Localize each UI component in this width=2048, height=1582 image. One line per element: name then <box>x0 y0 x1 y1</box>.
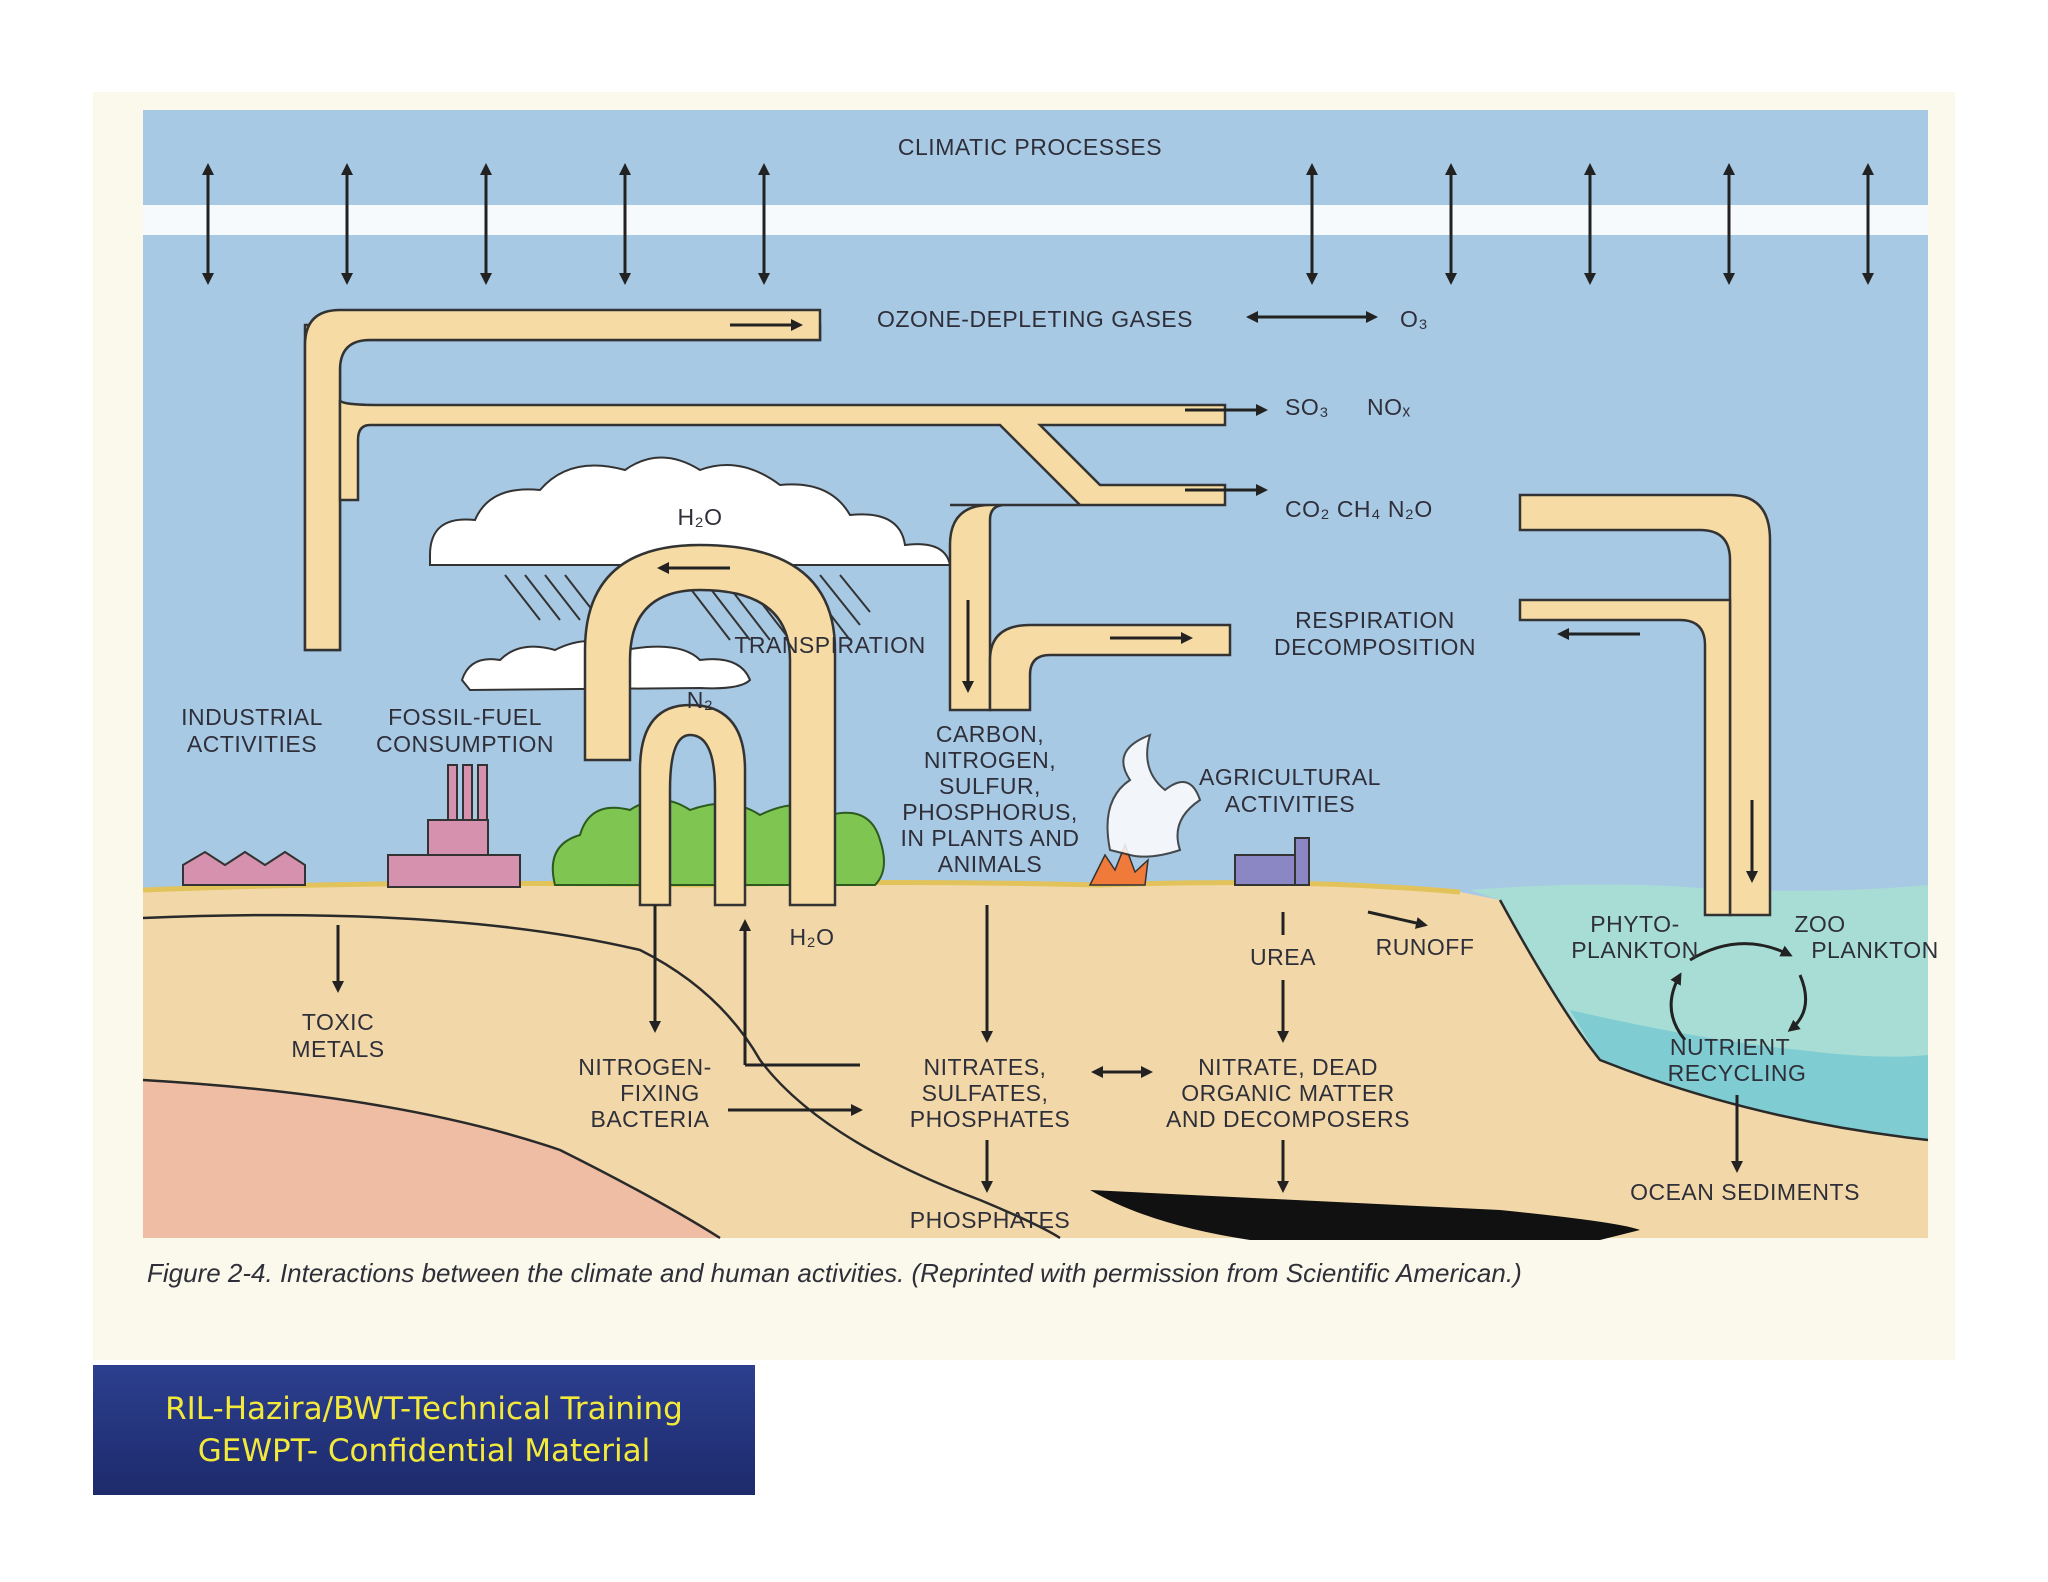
label-ocean-sediments: OCEAN SEDIMENTS <box>1630 1179 1860 1205</box>
ocean-upper-pipe <box>1518 493 1772 917</box>
nutrient-cycle <box>1669 942 1808 1041</box>
rain-streak <box>504 574 541 621</box>
label-co2-ch4-n2o: CO₂ CH₄ N₂O <box>1285 496 1433 522</box>
label-fossil-2: CONSUMPTION <box>376 731 554 757</box>
ocean-deep <box>1570 1010 1928 1140</box>
label-nox: NOₓ <box>1367 394 1411 420</box>
label-nutrient-1: NUTRIENT <box>1670 1034 1790 1060</box>
label-transpiration: TRANSPIRATION <box>734 632 925 658</box>
soil-layer-line <box>142 913 1061 1240</box>
ocean-lower-pipe <box>1518 598 1732 917</box>
label-runoff: RUNOFF <box>1376 934 1475 960</box>
atmosphere-band <box>143 205 1928 235</box>
power-plant <box>387 854 521 888</box>
label-industrial-1: INDUSTRIAL <box>181 704 323 730</box>
cycle-arrow <box>1669 972 1687 1041</box>
nitrogen-arch <box>638 703 747 907</box>
ground <box>143 882 1928 1238</box>
label-zoo-1: ZOO <box>1794 911 1845 937</box>
label-phyto-1: PHYTO- <box>1590 911 1679 937</box>
emissions-pipe <box>338 399 1227 507</box>
label-climatic-processes: CLIMATIC PROCESSES <box>898 134 1162 160</box>
ground-arrows <box>332 905 1743 1193</box>
footer-line-1: RIL-Hazira/BWT-Technical Training <box>165 1391 683 1427</box>
label-fossil-1: FOSSIL-FUEL <box>388 704 542 730</box>
label-cnsp-6: ANIMALS <box>938 851 1042 877</box>
footer-line-2: GEWPT- Confidential Material <box>197 1433 651 1469</box>
footer-banner: RIL-Hazira/BWT-Technical Training GEWPT-… <box>93 1365 755 1495</box>
label-cnsp-2: NITROGEN, <box>924 747 1056 773</box>
farm-silo <box>1294 837 1310 886</box>
label-urea: UREA <box>1250 944 1316 970</box>
rain-streak <box>839 574 871 613</box>
label-agri-1: AGRICULTURAL <box>1199 764 1381 790</box>
label-o3: O₃ <box>1400 306 1428 332</box>
label-cnsp-3: SULFUR, <box>939 773 1041 799</box>
smokestack <box>447 764 458 821</box>
rain-cloud <box>429 456 952 566</box>
label-nutrient-2: RECYCLING <box>1668 1060 1807 1086</box>
label-industrial-2: ACTIVITIES <box>187 731 317 757</box>
smokestack <box>462 764 473 821</box>
rock-layer-line <box>142 1078 721 1240</box>
label-n2: N₂ <box>687 687 714 713</box>
factory-building <box>182 850 306 886</box>
sediment-deposit <box>1090 1190 1640 1240</box>
label-nfix-3: BACTERIA <box>590 1106 709 1132</box>
label-cnsp-1: CARBON, <box>936 721 1044 747</box>
ocean-floor-line <box>1498 899 1929 1142</box>
runoff-arrow <box>1367 910 1428 929</box>
label-nfix-2: FIXING <box>620 1080 700 1106</box>
rain-streak <box>524 574 561 621</box>
smoke <box>1106 733 1202 858</box>
label-toxic-2: METALS <box>291 1036 384 1062</box>
fire <box>1088 842 1149 886</box>
label-nsp-3: PHOSPHATES <box>910 1106 1071 1132</box>
label-cnsp-5: IN PLANTS AND <box>900 825 1079 851</box>
label-decomposition: DECOMPOSITION <box>1274 634 1476 660</box>
figure-caption: Figure 2-4. Interactions between the cli… <box>147 1258 1522 1288</box>
label-agri-2: ACTIVITIES <box>1225 791 1355 817</box>
rain-streak <box>544 574 581 621</box>
label-so3: SO₃ <box>1285 394 1329 420</box>
label-phosphates-bottom: PHOSPHATES <box>910 1207 1071 1233</box>
label-nsp-2: SULFATES, <box>922 1080 1049 1106</box>
label-dead-3: AND DECOMPOSERS <box>1166 1106 1410 1132</box>
transpiration-arch <box>583 543 837 907</box>
cycle-arrow <box>1689 942 1793 962</box>
carbon-pipe <box>948 503 1080 712</box>
deep-ground <box>143 1080 720 1238</box>
label-cnsp-4: PHOSPHORUS, <box>902 799 1077 825</box>
label-zoo-2: PLANKTON <box>1811 937 1939 963</box>
label-dead-1: NITRATE, DEAD <box>1198 1054 1378 1080</box>
label-h2o-ground: H₂O <box>790 924 835 950</box>
climatic-arrows <box>202 163 1874 285</box>
power-plant-upper <box>427 819 489 856</box>
label-respiration: RESPIRATION <box>1295 607 1455 633</box>
label-nsp-1: NITRATES, <box>924 1054 1047 1080</box>
respiration-pipe <box>988 623 1232 712</box>
label-phyto-2: PLANKTON <box>1571 937 1699 963</box>
label-ozone-depleting-gases: OZONE-DEPLETING GASES <box>877 306 1193 332</box>
label-h2o-cloud: H₂O <box>678 504 723 530</box>
farm-barn <box>1234 854 1296 886</box>
label-toxic-1: TOXIC <box>302 1009 374 1035</box>
cycle-arrow <box>1787 974 1808 1032</box>
rain-streak <box>819 574 861 626</box>
smokestack <box>477 764 488 821</box>
ozone-pipe-body <box>303 308 822 652</box>
label-nfix-1: NITROGEN- <box>578 1054 712 1080</box>
label-dead-2: ORGANIC MATTER <box>1181 1080 1395 1106</box>
